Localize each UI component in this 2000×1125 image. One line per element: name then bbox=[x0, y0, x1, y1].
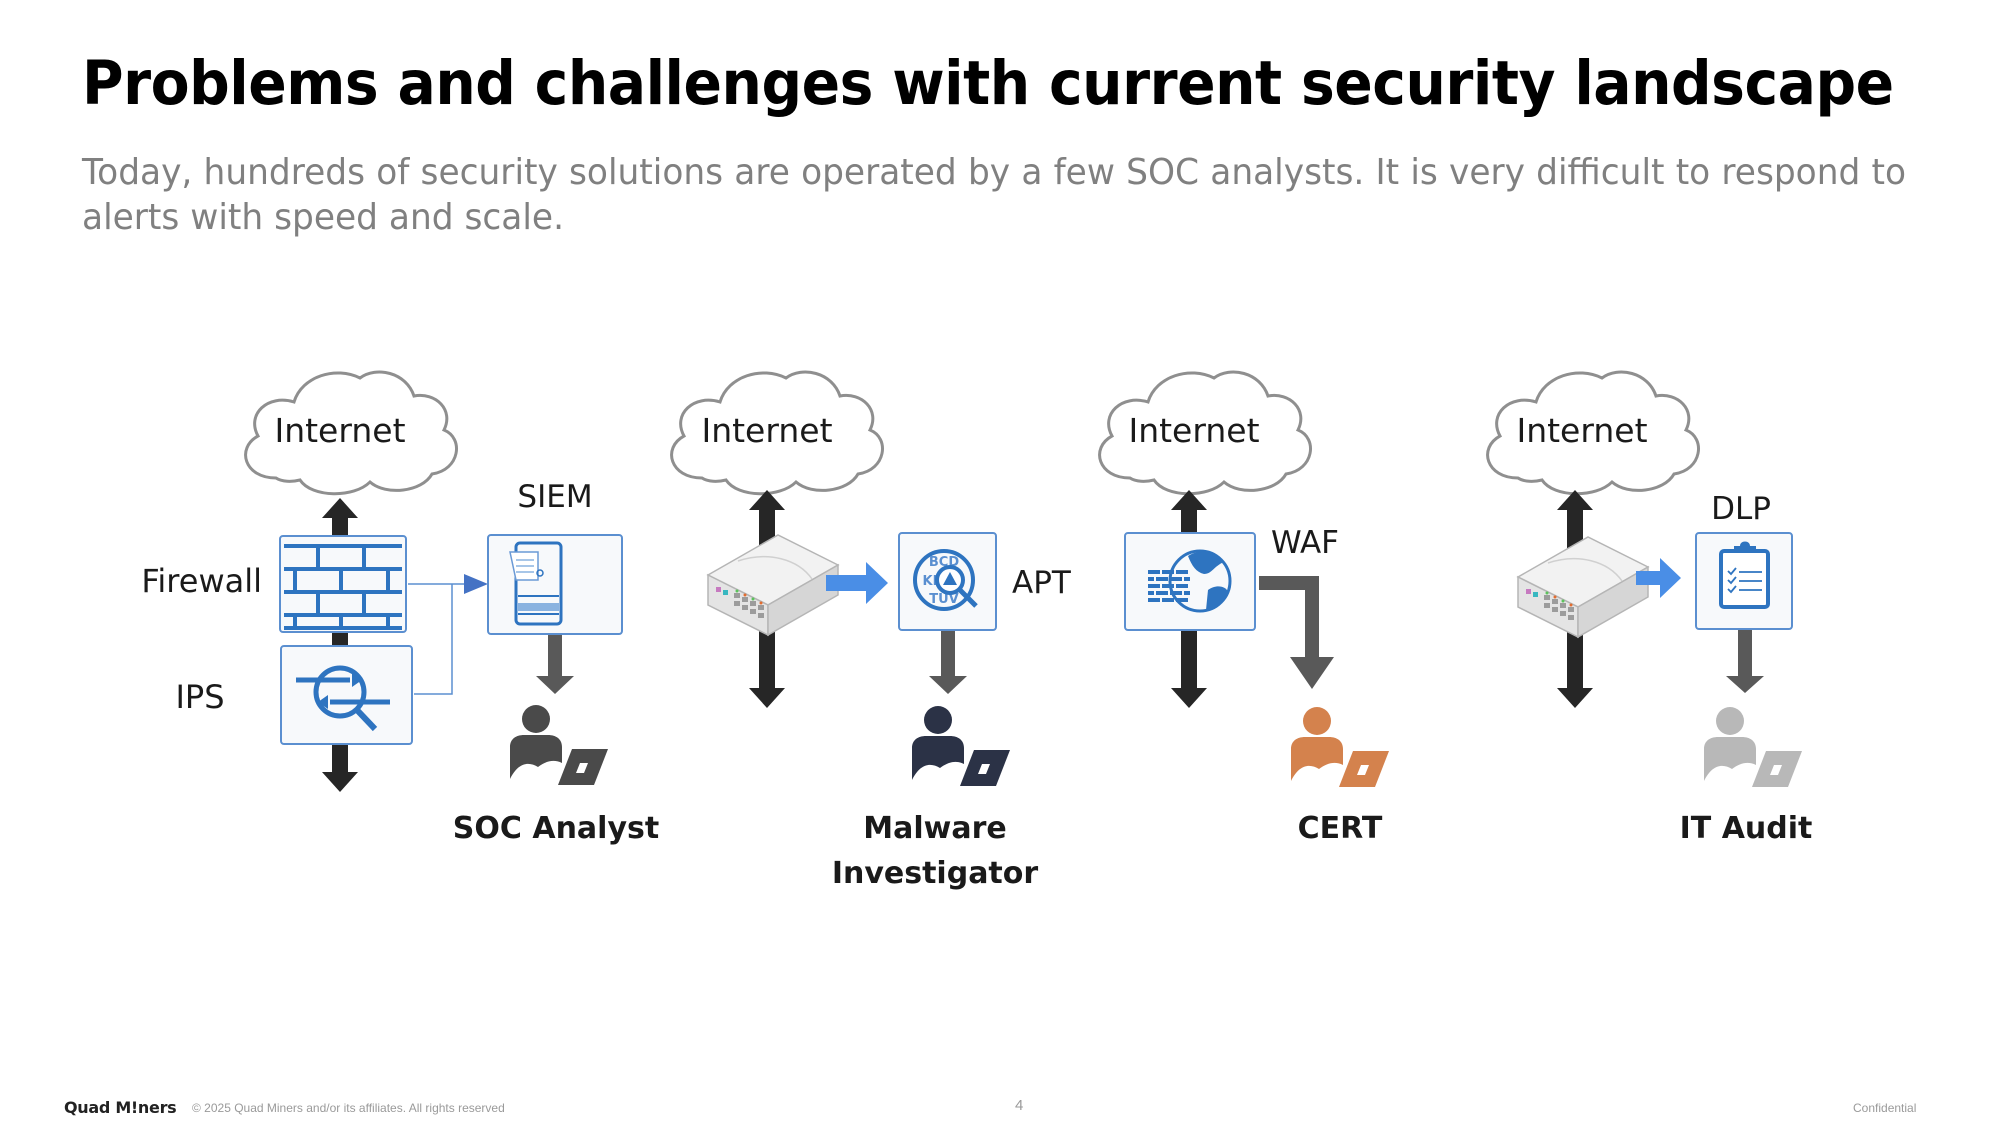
log-connector bbox=[408, 583, 470, 695]
role-label-soc-analyst: SOC Analyst bbox=[453, 811, 659, 846]
firewall-label: Firewall bbox=[141, 562, 262, 600]
apt-label: APT bbox=[1012, 565, 1072, 601]
alert-arrow-icon bbox=[536, 635, 574, 694]
dlp-label: DLP bbox=[1711, 491, 1771, 527]
waf-icon bbox=[1124, 532, 1256, 631]
siem-label: SIEM bbox=[517, 479, 592, 515]
network-switch-icon bbox=[1517, 536, 1649, 638]
soc-analyst-person-icon bbox=[510, 705, 608, 785]
svg-text:KI: KI bbox=[923, 574, 938, 589]
role-label-malware: Malware bbox=[863, 811, 1006, 846]
group-cert: Internet WAF CERT bbox=[1098, 370, 1389, 846]
cloud-label: Internet bbox=[701, 411, 832, 450]
cert-person-icon bbox=[1291, 707, 1389, 787]
firewall-icon bbox=[279, 535, 407, 633]
connector-arrowhead-icon bbox=[464, 574, 488, 594]
alert-arrow-icon bbox=[1726, 630, 1764, 693]
page-number: 4 bbox=[1015, 1097, 1024, 1114]
role-label-cert: CERT bbox=[1298, 811, 1383, 846]
role-label-it-audit: IT Audit bbox=[1680, 811, 1813, 846]
siem-icon bbox=[487, 534, 623, 635]
flow-arrow-icon bbox=[826, 562, 888, 604]
cloud-label: Internet bbox=[1516, 411, 1647, 450]
confidential-label: Confidential bbox=[1853, 1101, 1917, 1115]
flow-arrow-icon bbox=[1636, 558, 1681, 598]
network-switch-icon bbox=[707, 534, 839, 636]
alert-arrow-icon bbox=[1259, 576, 1334, 689]
slide-title: Problems and challenges with current sec… bbox=[82, 48, 1894, 119]
cloud-label: Internet bbox=[274, 411, 405, 450]
svg-text:TUV: TUV bbox=[929, 592, 959, 607]
alert-arrow-icon bbox=[929, 631, 967, 694]
cloud-label: Internet bbox=[1128, 411, 1259, 450]
group-soc-analyst: Internet Firewall IPS bbox=[141, 370, 659, 846]
dlp-icon bbox=[1695, 532, 1793, 630]
company-logo: Quad M!ners bbox=[64, 1098, 177, 1117]
group-malware-investigator: Internet APT BCD KI TUV Malware Investig… bbox=[670, 370, 1072, 891]
ips-label: IPS bbox=[175, 678, 224, 716]
copyright-notice: © 2025 Quad Miners and/or its affiliates… bbox=[192, 1101, 505, 1115]
malware-investigator-person-icon bbox=[912, 706, 1010, 786]
waf-label: WAF bbox=[1271, 525, 1339, 561]
apt-icon: BCD KI TUV bbox=[898, 532, 997, 631]
slide-subtitle: Today, hundreds of security solutions ar… bbox=[82, 152, 1907, 238]
group-it-audit: Internet DLP IT Audit bbox=[1486, 370, 1813, 846]
ips-icon bbox=[280, 645, 413, 745]
role-label-investigator: Investigator bbox=[832, 856, 1039, 891]
it-audit-person-icon bbox=[1704, 707, 1802, 787]
